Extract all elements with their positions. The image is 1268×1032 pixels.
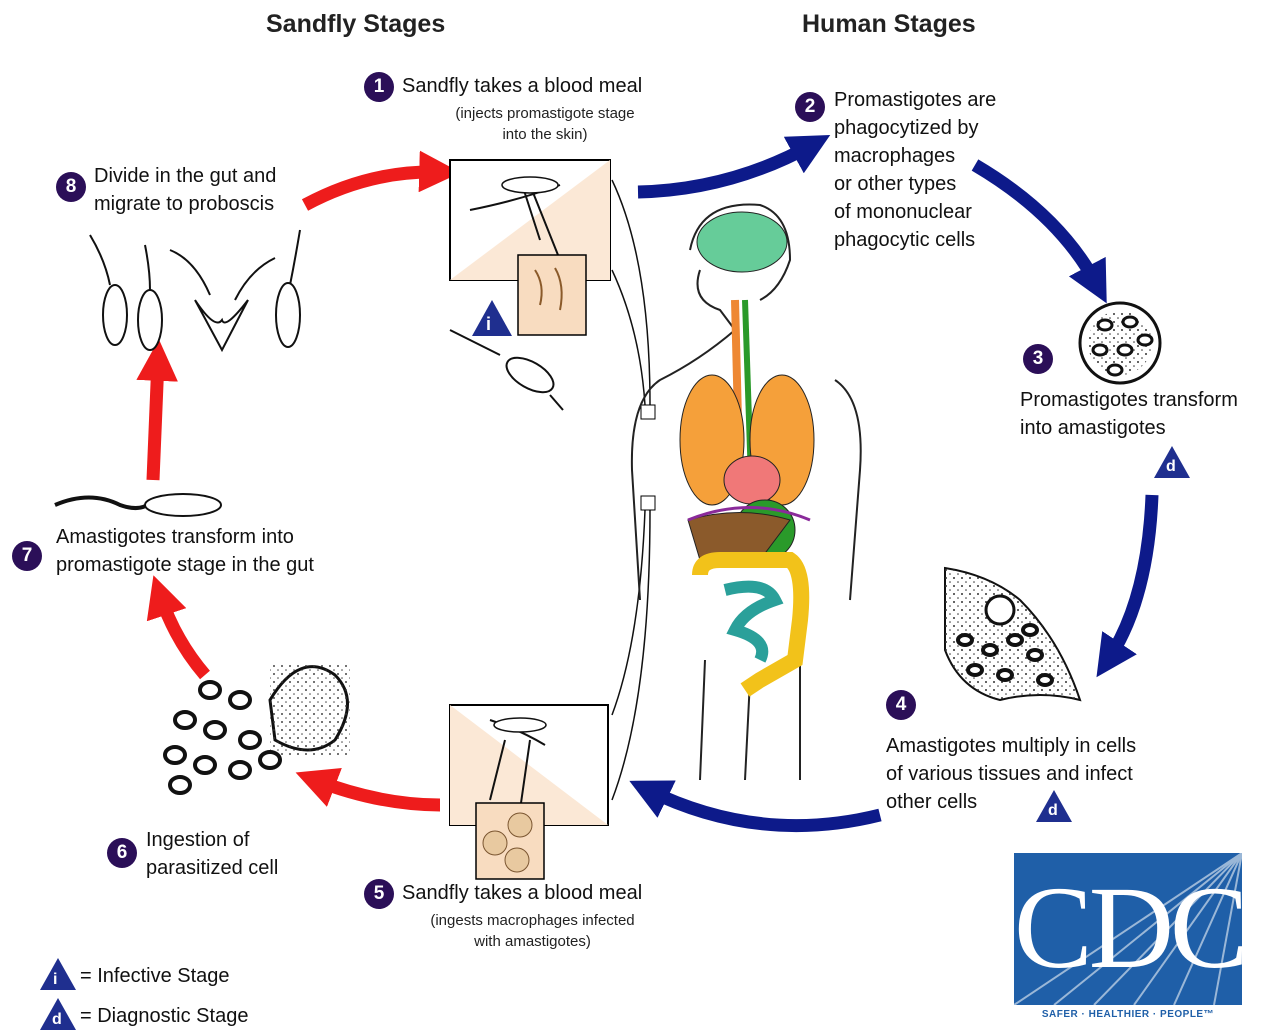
arrow-4-to-5 [648, 790, 880, 826]
gut-promastigote [55, 494, 221, 516]
arrow-1-to-2 [638, 145, 812, 192]
step-5-badge: 5 [364, 879, 394, 909]
large-intestine [700, 560, 801, 690]
legend-infective-marker [40, 958, 76, 990]
arrow-6-to-7 [160, 595, 205, 675]
step-1-text: Sandfly takes a blood meal [402, 72, 642, 100]
macrophage-with-amastigotes [1080, 303, 1160, 383]
step-4-badge: 4 [886, 690, 916, 720]
infective-marker-letter: i [486, 314, 491, 335]
step-2-text: Promastigotes are phagocytized by macrop… [834, 86, 996, 254]
cdc-tagline: SAFER · HEALTHIER · PEOPLE™ [1014, 1009, 1242, 1020]
step-7-text: Amastigotes transform into promastigote … [56, 523, 314, 579]
step-1-subtext: (injects promastigote stage into the ski… [420, 103, 670, 145]
cdc-logo-text: CDC [1014, 861, 1242, 995]
cdc-logo: CDC SAFER · HEALTHIER · PEOPLE™ [1014, 853, 1242, 1027]
diagnostic-marker-letter-3: d [1166, 458, 1176, 476]
legend-diagnostic-label: = Diagnostic Stage [80, 1002, 248, 1030]
step-8-badge: 8 [56, 172, 86, 202]
heart [724, 456, 780, 504]
brain [697, 212, 787, 272]
parasitized-cell [165, 665, 350, 793]
step-5-subtext: (ingests macrophages infected with amast… [400, 910, 665, 952]
step-2-badge: 2 [795, 92, 825, 122]
step-8-text: Divide in the gut and migrate to probosc… [94, 162, 276, 218]
human-body [632, 205, 861, 780]
dividing-promastigotes [90, 230, 300, 350]
arrow-8-to-1 [305, 172, 440, 205]
infected-tissue-cell [945, 568, 1080, 700]
infective-stage-marker [472, 300, 512, 336]
sandfly-feeding-box-bottom [450, 705, 608, 879]
promastigote-figure [450, 330, 563, 410]
small-intestine [725, 587, 775, 660]
step-3-badge: 3 [1023, 344, 1053, 374]
step-3-text: Promastigotes transform into amastigotes [1020, 386, 1238, 442]
step-6-text: Ingestion of parasitized cell [146, 826, 278, 882]
step-1-badge: 1 [364, 72, 394, 102]
arrow-7-to-8 [153, 360, 158, 480]
legend-infective-label: = Infective Stage [80, 962, 230, 990]
sandfly-stages-header: Sandfly Stages [266, 10, 445, 39]
step-5-text: Sandfly takes a blood meal [402, 879, 642, 907]
step-7-badge: 7 [12, 541, 42, 571]
sandfly-feeding-box-top [450, 160, 610, 335]
legend-infective-letter: i [53, 971, 57, 989]
arrow-3-to-4 [1108, 495, 1152, 660]
arrow-5-to-6 [315, 780, 440, 805]
step-6-badge: 6 [107, 838, 137, 868]
legend-diagnostic-letter: d [52, 1011, 62, 1029]
human-stages-header: Human Stages [802, 10, 976, 39]
step-4-text: Amastigotes multiply in cells of various… [886, 732, 1136, 816]
